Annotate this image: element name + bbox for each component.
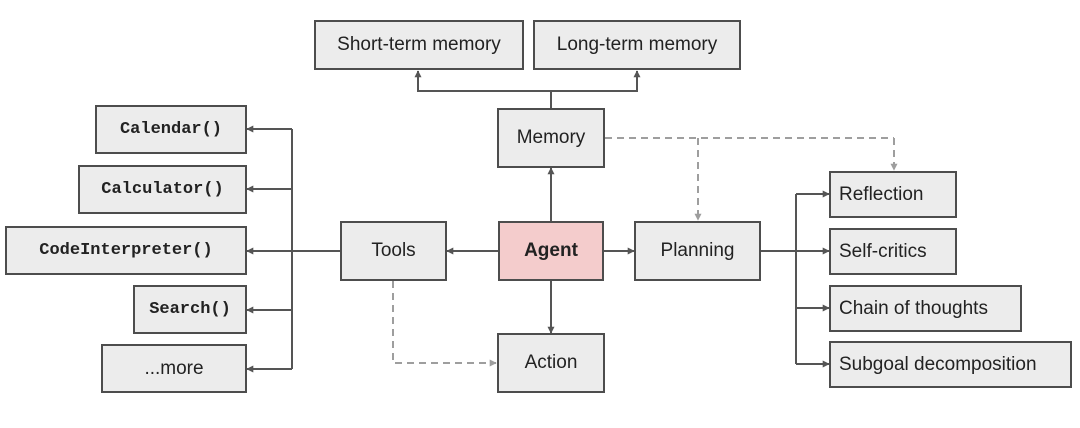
action-node: Action [497,333,605,393]
tools-to-toollist-connector [246,125,340,373]
tools-node: Tools [340,221,447,281]
memory-node: Memory [497,108,605,168]
planning-node: Planning [634,221,761,281]
tools-to-action-dashed-arrow [392,281,497,367]
calculator-tool-node: Calculator() [78,165,247,214]
short-term-memory-node: Short-term memory [314,20,524,70]
calendar-tool-node: Calendar() [95,105,247,154]
self-critics-node: Self-critics [829,228,957,275]
more-tools-node: ...more [101,344,247,393]
chain-of-thoughts-node: Chain of thoughts [829,285,1022,332]
subgoal-decomposition-node: Subgoal decomposition [829,341,1072,388]
code-interpreter-tool-node: CodeInterpreter() [5,226,247,275]
memory-dashed-connector [605,137,898,221]
search-tool-node: Search() [133,285,247,334]
reflection-node: Reflection [829,171,957,218]
agent-node: Agent [498,221,604,281]
long-term-memory-node: Long-term memory [533,20,741,70]
planning-to-sublist-connector [761,190,830,368]
memory-to-submemory-connector [414,70,641,108]
